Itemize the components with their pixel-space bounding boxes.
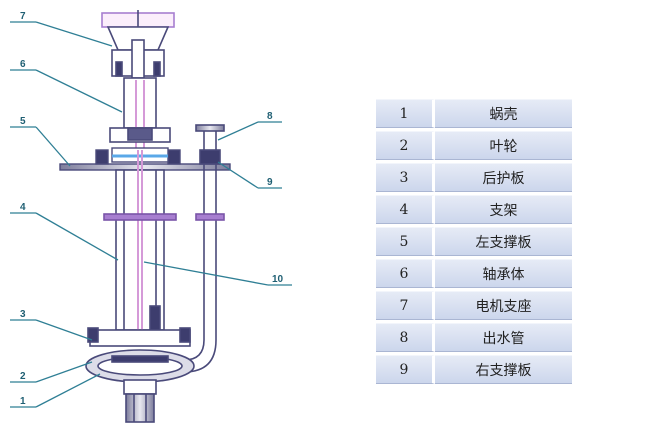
part-name: 轴承体: [435, 259, 572, 288]
part-name: 后护板: [435, 163, 572, 192]
callout-8: 8: [267, 111, 273, 122]
part-number: 6: [376, 259, 435, 288]
part-number: 3: [376, 163, 435, 192]
callout-labels: 7 6 5 4 3 2 1 8 9 10: [20, 11, 284, 407]
callout-9: 9: [267, 177, 273, 188]
callout-5: 5: [20, 116, 26, 127]
support-plates: [59, 147, 231, 171]
motor-support: [101, 10, 175, 79]
callout-leaders: [10, 21, 292, 408]
part-name: 出水管: [435, 323, 572, 352]
callout-4: 4: [20, 202, 26, 213]
callout-3: 3: [20, 309, 26, 320]
part-number: 9: [376, 355, 435, 384]
part-number: 7: [376, 291, 435, 320]
callout-10: 10: [272, 274, 284, 285]
part-name: 支架: [435, 195, 572, 224]
callout-6: 6: [20, 59, 26, 70]
pump-diagram: 7 6 5 4 3 2 1 8 9 10: [10, 10, 292, 423]
part-name: 叶轮: [435, 131, 572, 160]
callout-7: 7: [20, 11, 26, 22]
callout-1: 1: [20, 396, 26, 407]
support-frame: [103, 150, 177, 340]
callout-2: 2: [20, 371, 26, 382]
part-name: 蜗壳: [435, 99, 572, 128]
part-number: 4: [376, 195, 435, 224]
bearing-body: [109, 77, 171, 150]
pump-casing: [85, 327, 195, 423]
part-number: 5: [376, 227, 435, 256]
part-number: 2: [376, 131, 435, 160]
part-name: 左支撑板: [435, 227, 572, 256]
part-number: 8: [376, 323, 435, 352]
discharge-pipe: [183, 124, 225, 373]
part-name: 电机支座: [435, 291, 572, 320]
part-name: 右支撑板: [435, 355, 572, 384]
part-number: 1: [376, 99, 435, 128]
